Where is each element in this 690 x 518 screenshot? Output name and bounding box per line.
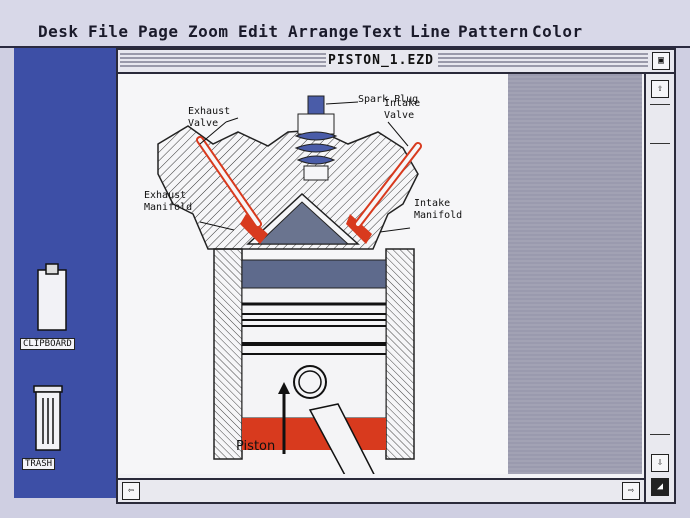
spark-plug-threads	[294, 131, 338, 165]
window-titlebar[interactable]: PISTON_1.EZD ▣	[118, 50, 674, 74]
menu-desk[interactable]: Desk	[38, 22, 79, 41]
menu-file[interactable]: File	[88, 22, 129, 41]
label-piston: Piston	[236, 439, 275, 454]
document-window: PISTON_1.EZD ▣	[116, 48, 676, 504]
size-box-icon[interactable]: ◢	[651, 478, 669, 496]
label-intake-valve: Intake Valve	[384, 98, 426, 121]
menu-pattern[interactable]: Pattern	[458, 22, 529, 41]
connecting-rod	[308, 403, 375, 474]
menu-edit[interactable]: Edit	[238, 22, 279, 41]
fuller-box-icon[interactable]: ▣	[652, 52, 670, 70]
trash-icon[interactable]	[32, 382, 64, 456]
menu-zoom[interactable]: Zoom	[188, 22, 229, 41]
vertical-scrollbar[interactable]: ⇧ ⇩ ◢	[644, 74, 674, 502]
piston-crown-shadow	[256, 201, 350, 245]
piston-skirt	[242, 418, 386, 450]
clipboard-label: CLIPBOARD	[20, 338, 75, 350]
label-exhaust-valve-line1: Exhaust	[188, 106, 230, 117]
menu-page[interactable]: Page	[138, 22, 179, 41]
drawing-canvas[interactable]: Spark Plug Exhaust Valve Intake Valve Ex…	[118, 74, 508, 474]
menu-color[interactable]: Color	[532, 22, 583, 41]
menu-arrange[interactable]: Arrange	[288, 22, 359, 41]
scroll-down-icon[interactable]: ⇩	[651, 454, 669, 472]
scroll-right-icon[interactable]: ⇨	[622, 482, 640, 500]
titlebar-stripes-right	[438, 53, 648, 67]
intake-port	[346, 214, 372, 244]
menu-bar: Desk File Page Zoom Edit Arrange Text Li…	[0, 0, 690, 48]
label-intake-manifold-line1: Intake	[414, 198, 450, 209]
menu-text[interactable]: Text	[362, 22, 403, 41]
cylinder-wall-left	[213, 248, 243, 460]
cylinder-wall-right	[385, 248, 415, 460]
page-background	[508, 74, 642, 474]
exhaust-port	[240, 214, 268, 244]
spark-plug-top	[307, 95, 325, 115]
scroll-left-icon[interactable]: ⇦	[122, 482, 140, 500]
label-spark-plug: Spark Plug	[358, 94, 418, 105]
piston-diagram: Spark Plug Exhaust Valve Intake Valve Ex…	[144, 94, 462, 474]
piston-crown	[241, 259, 387, 289]
desktop: CLIPBOARD TRASH	[14, 48, 116, 498]
titlebar-stripes-left	[120, 53, 326, 67]
label-exhaust-valve: Exhaust Valve	[188, 106, 236, 129]
label-exhaust-manifold: Exhaust Manifold	[144, 190, 192, 213]
trash-label: TRASH	[22, 458, 56, 470]
label-exhaust-manifold-line1: Exhaust	[144, 190, 186, 201]
label-intake-valve-line1: Intake	[384, 98, 420, 109]
horizontal-scrollbar[interactable]: ⇦ ⇨	[118, 478, 644, 502]
clipboard-icon[interactable]	[36, 262, 68, 336]
scroll-up-icon[interactable]: ⇧	[651, 80, 669, 98]
scroll-thumb[interactable]	[650, 104, 670, 144]
label-intake-valve-line2: Valve	[384, 110, 414, 121]
menu-line[interactable]: Line	[410, 22, 451, 41]
label-intake-manifold-line2: Manifold	[414, 210, 462, 221]
window-title: PISTON_1.EZD	[328, 53, 434, 68]
label-exhaust-manifold-line2: Manifold	[144, 202, 192, 213]
label-exhaust-valve-line2: Valve	[188, 118, 218, 129]
label-intake-manifold: Intake Manifold	[414, 198, 462, 221]
